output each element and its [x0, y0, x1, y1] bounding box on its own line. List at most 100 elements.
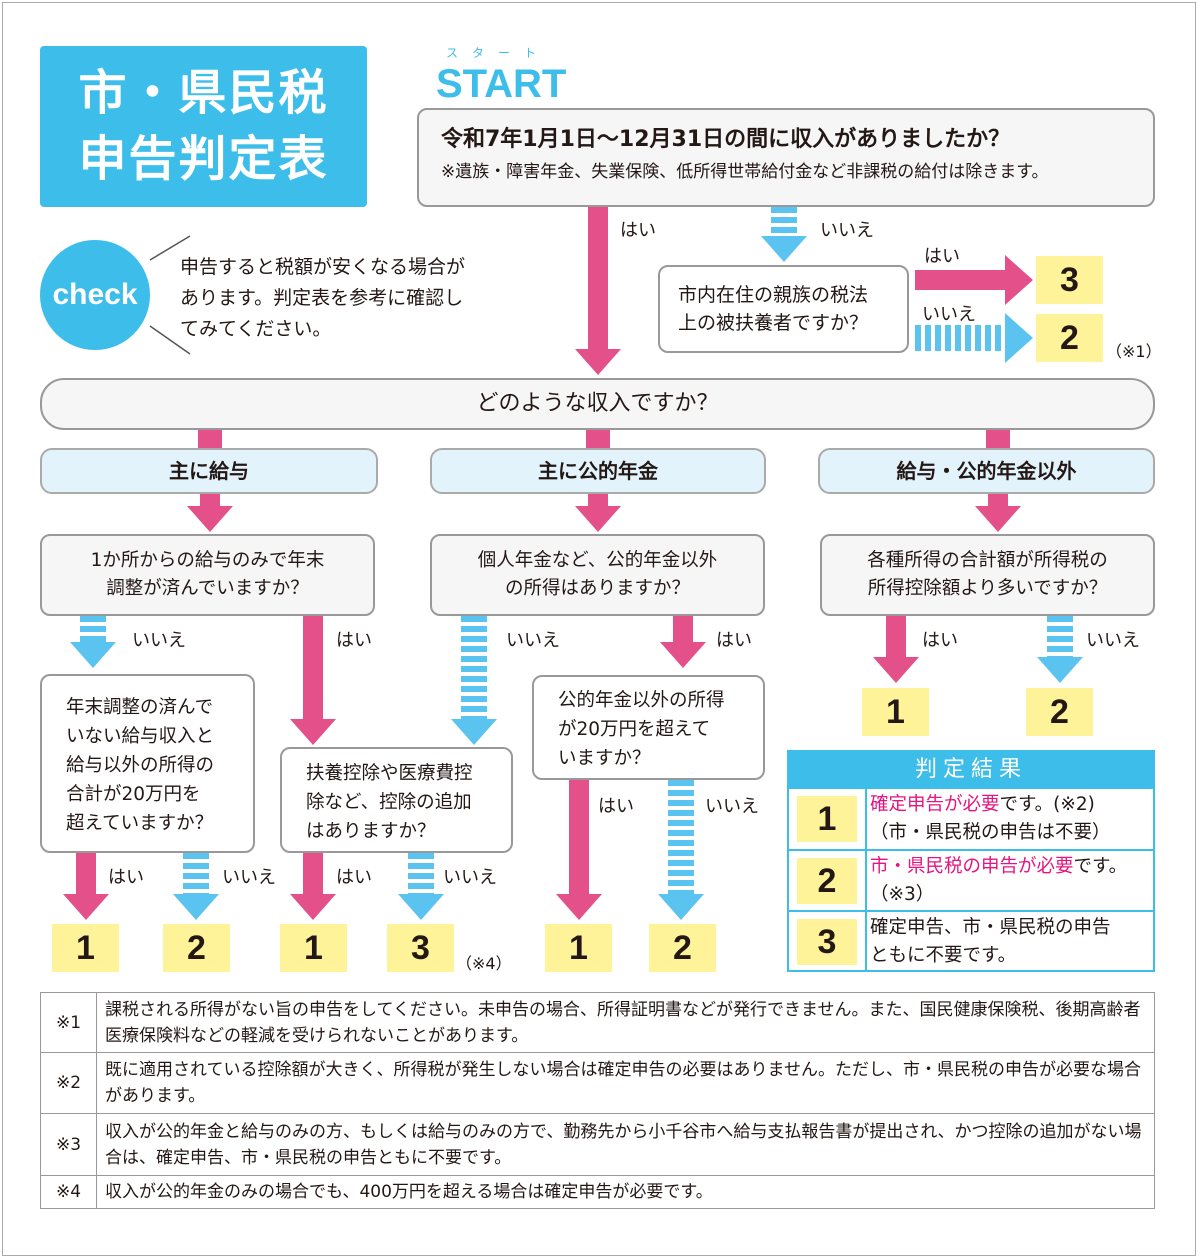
note-ref-1: （※1） [1106, 342, 1162, 361]
text-line: 扶養控除や医療費控 [306, 763, 473, 784]
highlight: 市・県民税の申告が必要 [870, 856, 1074, 877]
text-line: の所得はありますか？ [504, 578, 690, 599]
note-text: 既に適用されている控除額が大きく、所得税が発生しない場合は確定申告の必要はありま… [96, 1052, 1155, 1114]
label-yes: はい [716, 630, 752, 651]
note-text: 収入が公的年金と給与のみの方、もしくは給与のみの方で、勤務先から小千谷市へ給与支… [96, 1113, 1155, 1176]
result-2: 2 [163, 924, 230, 972]
question-pension: 個人年金など、公的年金以外の所得はありますか？ [430, 534, 765, 616]
text-line: あります。判定表を参考に確認し [180, 287, 464, 309]
label-yes: はい [922, 630, 958, 651]
text-line: 給与以外の所得の [66, 755, 215, 776]
arrow-no [915, 313, 1033, 363]
connector [586, 430, 610, 448]
start-ruby: スタート [446, 46, 551, 60]
note-key: ※2 [40, 1052, 97, 1114]
arrow-down [575, 494, 621, 532]
result-3: 3 [387, 924, 454, 972]
category-salary: 主に給与 [40, 448, 378, 494]
label-yes: はい [620, 220, 656, 241]
label-yes: はい [924, 246, 960, 267]
note-key: ※4 [40, 1175, 97, 1209]
text-line: てみてください。 [180, 318, 332, 340]
label-no: いいえ [922, 304, 976, 325]
note-text: 課税される所得がない旨の申告をしてください。未申告の場合、所得証明書などが発行で… [96, 992, 1155, 1053]
text-line: 所得控除額より多いですか？ [867, 578, 1108, 599]
text-line: 上の被扶養者ですか？ [678, 312, 869, 334]
result-text: 確定申告が必要です。(※2)（市・県民税の申告は不要） [867, 789, 1153, 849]
text: ともに不要です。 [870, 945, 1017, 966]
note-text: 収入が公的年金のみの場合でも、400万円を超える場合は確定申告が必要です。 [96, 1175, 1155, 1209]
label-no: いいえ [1086, 630, 1140, 651]
text: （※3） [870, 884, 935, 905]
note-key: ※3 [40, 1113, 97, 1176]
arrow-yes [660, 616, 706, 668]
text: 確定申告、市・県民税の申告 [870, 917, 1111, 938]
text-line: 除など、控除の追加 [306, 792, 472, 813]
result-number: 1 [797, 796, 857, 842]
connector [198, 430, 222, 448]
label-no: いいえ [820, 220, 874, 241]
arrow-no [173, 853, 219, 920]
text-line: 申告すると税額が安くなる場合が [180, 256, 466, 278]
arrow-yes [556, 780, 602, 920]
label-no: いいえ [443, 867, 497, 888]
arrow-yes [63, 853, 109, 920]
result-text: 市・県民税の申告が必要です。 （※3） [867, 851, 1153, 910]
label-yes: はい [598, 796, 634, 817]
text-line: 年末調整の済んで [66, 697, 214, 718]
title-line-1: 市・県民税 [78, 65, 329, 121]
result-row: 2 市・県民税の申告が必要です。 （※3） [789, 849, 1153, 910]
result-num-cell: 1 [789, 789, 867, 849]
result-2: 2 [1026, 688, 1093, 736]
question-salary-no: 年末調整の済んでいない給与収入と給与以外の所得の合計が20万円を超えていますか？ [40, 674, 255, 853]
arrow-no [70, 616, 116, 668]
text-line: 1か所からの給与のみで年末 [90, 550, 325, 571]
arrow-down [975, 494, 1021, 532]
result-number: 2 [797, 857, 857, 904]
note-ref-4: （※4） [456, 954, 512, 973]
question-income-type: どのような収入ですか？ [40, 378, 1155, 430]
question-income: 令和7年1月1日〜12月31日の間に収入がありましたか？※遺族・障害年金、失業保… [417, 108, 1155, 207]
question-pension-yes: 公的年金以外の所得が20万円を超えていますか？ [532, 675, 765, 780]
connector [986, 430, 1010, 448]
page-title: 市・県民税申告判定表 [40, 46, 367, 207]
label-no: いいえ [222, 867, 276, 888]
highlight: 確定申告が必要 [870, 794, 1000, 815]
text-line: 個人年金など、公的年金以外 [477, 550, 718, 571]
text-line: 調整が済んでいますか？ [106, 578, 309, 599]
text-line: が20万円を超えて [558, 719, 711, 740]
category-pension: 主に公的年金 [430, 448, 766, 494]
text-line: いますか？ [558, 748, 651, 769]
arrow-no [658, 780, 704, 920]
arrow-no [1037, 616, 1083, 683]
result-num-cell: 3 [789, 912, 867, 972]
question-other: 各種所得の合計額が所得税の所得控除額より多いですか？ [820, 534, 1155, 616]
text: です。 [1073, 856, 1128, 877]
result-text: 確定申告、市・県民税の申告ともに不要です。 [867, 912, 1153, 972]
text: です。(※2) [999, 794, 1095, 815]
arrow-yes [915, 255, 1033, 305]
result-legend-header: 判定結果 [789, 752, 1153, 787]
result-number: 3 [797, 919, 857, 965]
question-text: 令和7年1月1日〜12月31日の間に収入がありましたか？ [441, 127, 1011, 152]
arrow-yes [290, 853, 336, 920]
result-2: 2 [649, 924, 716, 972]
label-no: いいえ [705, 796, 759, 817]
result-1: 1 [862, 688, 929, 736]
text-line: はありますか？ [306, 821, 436, 842]
arrow-yes [575, 207, 621, 375]
question-salary: 1か所からの給与のみで年末調整が済んでいますか？ [40, 534, 375, 616]
label-no: いいえ [506, 630, 560, 651]
result-1: 1 [545, 924, 612, 972]
check-badge: check [40, 240, 150, 350]
check-text: 申告すると税額が安くなる場合があります。判定表を参考に確認してみてください。 [180, 252, 465, 345]
question-dependent: 市内在住の親族の税法上の被扶養者ですか？ [658, 265, 909, 353]
result-1: 1 [52, 924, 119, 972]
